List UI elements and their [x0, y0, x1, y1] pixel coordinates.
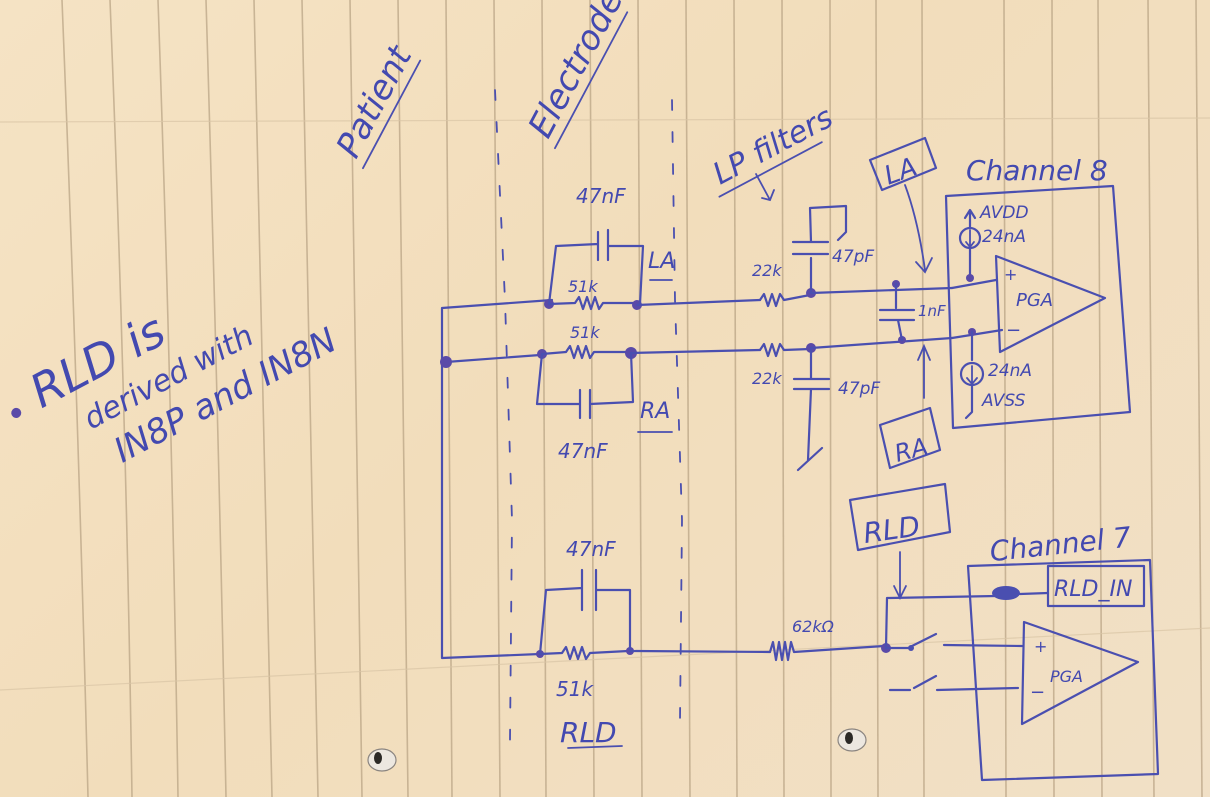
rld-in-box	[1046, 564, 1146, 608]
lp-la-capacitor-value: 47pF	[832, 247, 874, 267]
rld-series-resistor: 62kΩ	[792, 617, 835, 636]
ra-resistor-value: 51k	[570, 323, 600, 342]
channel-8-pga-label: PGA	[1016, 290, 1053, 311]
lp-filter-ra: 22k 47pF	[752, 336, 954, 472]
svg-text:−: −	[1006, 320, 1021, 341]
heading-patient: Patient	[329, 38, 422, 170]
heading-electrodes: Electrodes	[521, 0, 640, 150]
svg-text:LP filters: LP filters	[707, 100, 838, 192]
binder-hole-right	[837, 728, 867, 752]
channel-8-pga	[994, 254, 1107, 354]
rld-resistor-value: 51k	[556, 677, 594, 701]
ra-electrode-label: RA	[640, 399, 670, 424]
channel-8-avss: AVSS	[981, 391, 1026, 411]
la-capacitor-value: 47nF	[576, 184, 626, 208]
rld-in-label: RLD_IN	[1054, 577, 1132, 602]
tag-la: LA	[868, 136, 938, 274]
channel-7-pga-label: PGA	[1050, 667, 1083, 686]
svg-text:RA: RA	[892, 432, 931, 468]
rld-drive-path: 62kΩ	[628, 594, 1024, 692]
binder-hole-left	[367, 748, 397, 772]
channel-8-avdd: AVDD	[979, 203, 1029, 223]
electrode-la: 47nF 51k LA	[544, 184, 675, 311]
svg-text:LA: LA	[881, 152, 922, 191]
patient-bus	[440, 298, 554, 660]
lp-ra-resistor-value: 22k	[752, 369, 782, 388]
la-electrode-label: LA	[648, 249, 675, 274]
section-divider-patient	[494, 89, 513, 741]
channel-8-bias-top: 24nA	[982, 227, 1026, 247]
svg-text:+: +	[1004, 265, 1017, 284]
ra-capacitor-value: 47nF	[558, 439, 608, 463]
tag-ra: RA	[878, 343, 942, 470]
svg-text:RLD: RLD	[861, 509, 922, 550]
la-resistor-value: 51k	[568, 277, 598, 296]
svg-text:−: −	[1030, 682, 1045, 703]
lp-filters-arrow	[755, 173, 775, 202]
differential-capacitor: 1nF	[878, 280, 946, 344]
rld-electrode-label: RLD	[560, 716, 617, 749]
heading-lp-filters: LP filters	[707, 100, 839, 198]
section-divider-electrodes	[671, 99, 683, 721]
lp-ra-capacitor-value: 47pF	[838, 379, 880, 399]
svg-text:+: +	[1034, 637, 1047, 656]
tag-rld: RLD	[848, 482, 952, 601]
channel-8-bias-bottom: 24nA	[988, 361, 1032, 381]
channel-7-pga	[1020, 620, 1140, 726]
rld-capacitor-value: 47nF	[566, 537, 616, 561]
lp-filter-la: 22k 47pF	[752, 204, 954, 308]
electrode-rld: 47nF 51k RLD	[536, 537, 634, 749]
channel-7-block: Channel 7 RLD_IN + PGA −	[966, 521, 1160, 782]
channel-8-title: Channel 8	[966, 154, 1108, 187]
lp-la-resistor-value: 22k	[752, 261, 782, 280]
diff-cap-value: 1nF	[918, 302, 946, 320]
channel-8-block: Channel 8 AVDD 24nA + PGA − 24nA AVSS	[944, 154, 1132, 430]
electrode-ra: 51k 47nF RA	[535, 323, 673, 463]
